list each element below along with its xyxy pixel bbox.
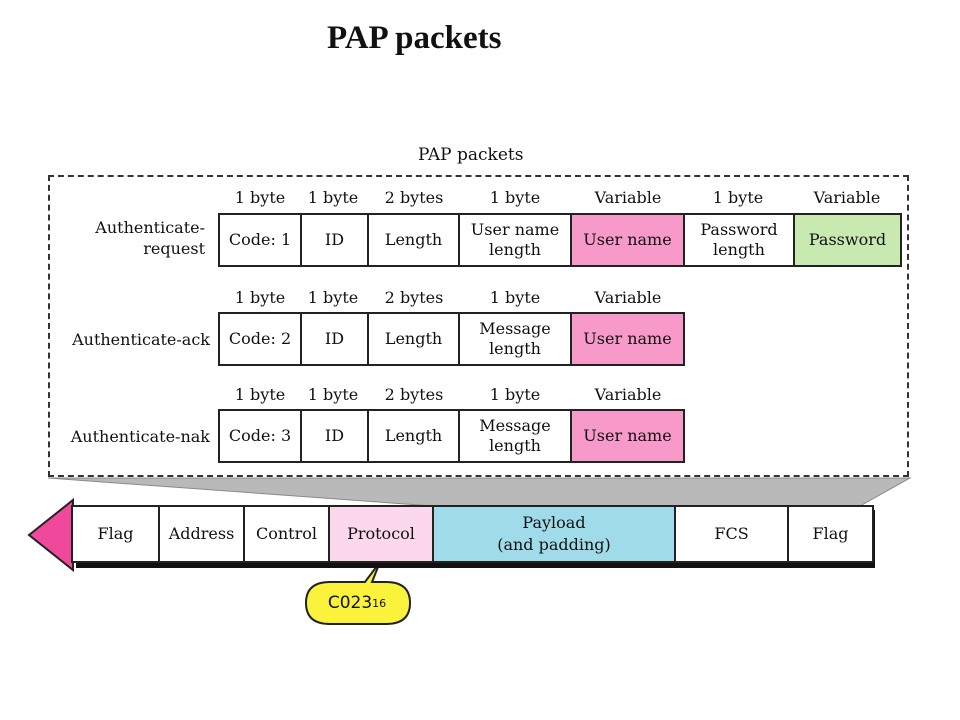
ppp-frame: Flag Address Control Protocol Payload (a… [71,505,874,563]
slide-title: PAP packets [327,20,502,56]
control-field: Control [243,505,330,563]
message-length-field: Message length [458,312,572,366]
user-name-length-field: User name length [458,213,572,267]
pap-packets-caption: PAP packets [418,145,524,165]
length-field: Length [367,213,460,267]
pap-packets-container [48,175,909,477]
size-label: 2 bytes [384,385,444,404]
password-field: Password [793,213,902,267]
payload-field: Payload (and padding) [432,505,676,563]
protocol-callout-bubble [304,561,412,625]
flag-field: Flag [71,505,160,563]
password-length-field: Password length [683,213,795,267]
flag-field: Flag [787,505,874,563]
size-label: 1 byte [489,385,541,404]
size-label: 1 byte [234,188,286,207]
size-label: 1 byte [712,188,764,207]
size-label: Variable [813,188,881,207]
id-field: ID [300,213,369,267]
direction-arrow-icon [27,497,74,573]
address-field: Address [158,505,245,563]
authenticate-request-packet: Code: 1 ID Length User name length User … [218,213,902,267]
size-label: 2 bytes [384,288,444,307]
authenticate-request-label: Authenticate- request [95,218,205,258]
protocol-value-base-subscript: 16 [372,596,387,610]
length-field: Length [367,312,460,366]
expansion-connector [47,477,912,507]
protocol-field: Protocol [328,505,434,563]
size-label: Variable [594,188,662,207]
code-field: Code: 3 [218,409,302,463]
authenticate-ack-label: Authenticate-ack [72,330,210,349]
length-field: Length [367,409,460,463]
size-label: 1 byte [234,385,286,404]
authenticate-nak-label: Authenticate-nak [70,427,210,446]
size-label: Variable [594,288,662,307]
user-name-field: User name [570,312,685,366]
protocol-value-base: C023 [327,593,373,613]
user-name-field: User name [570,409,685,463]
size-label: 2 bytes [384,188,444,207]
size-label: 1 byte [489,188,541,207]
fcs-field: FCS [674,505,789,563]
size-label: 1 byte [489,288,541,307]
size-label: Variable [594,385,662,404]
authenticate-ack-packet: Code: 2 ID Length Message length User na… [218,312,685,366]
message-length-field: Message length [458,409,572,463]
size-label: 1 byte [307,288,359,307]
authenticate-nak-packet: Code: 3 ID Length Message length User na… [218,409,685,463]
user-name-field: User name [570,213,685,267]
id-field: ID [300,409,369,463]
size-label: 1 byte [307,385,359,404]
size-label: 1 byte [234,288,286,307]
size-label: 1 byte [307,188,359,207]
